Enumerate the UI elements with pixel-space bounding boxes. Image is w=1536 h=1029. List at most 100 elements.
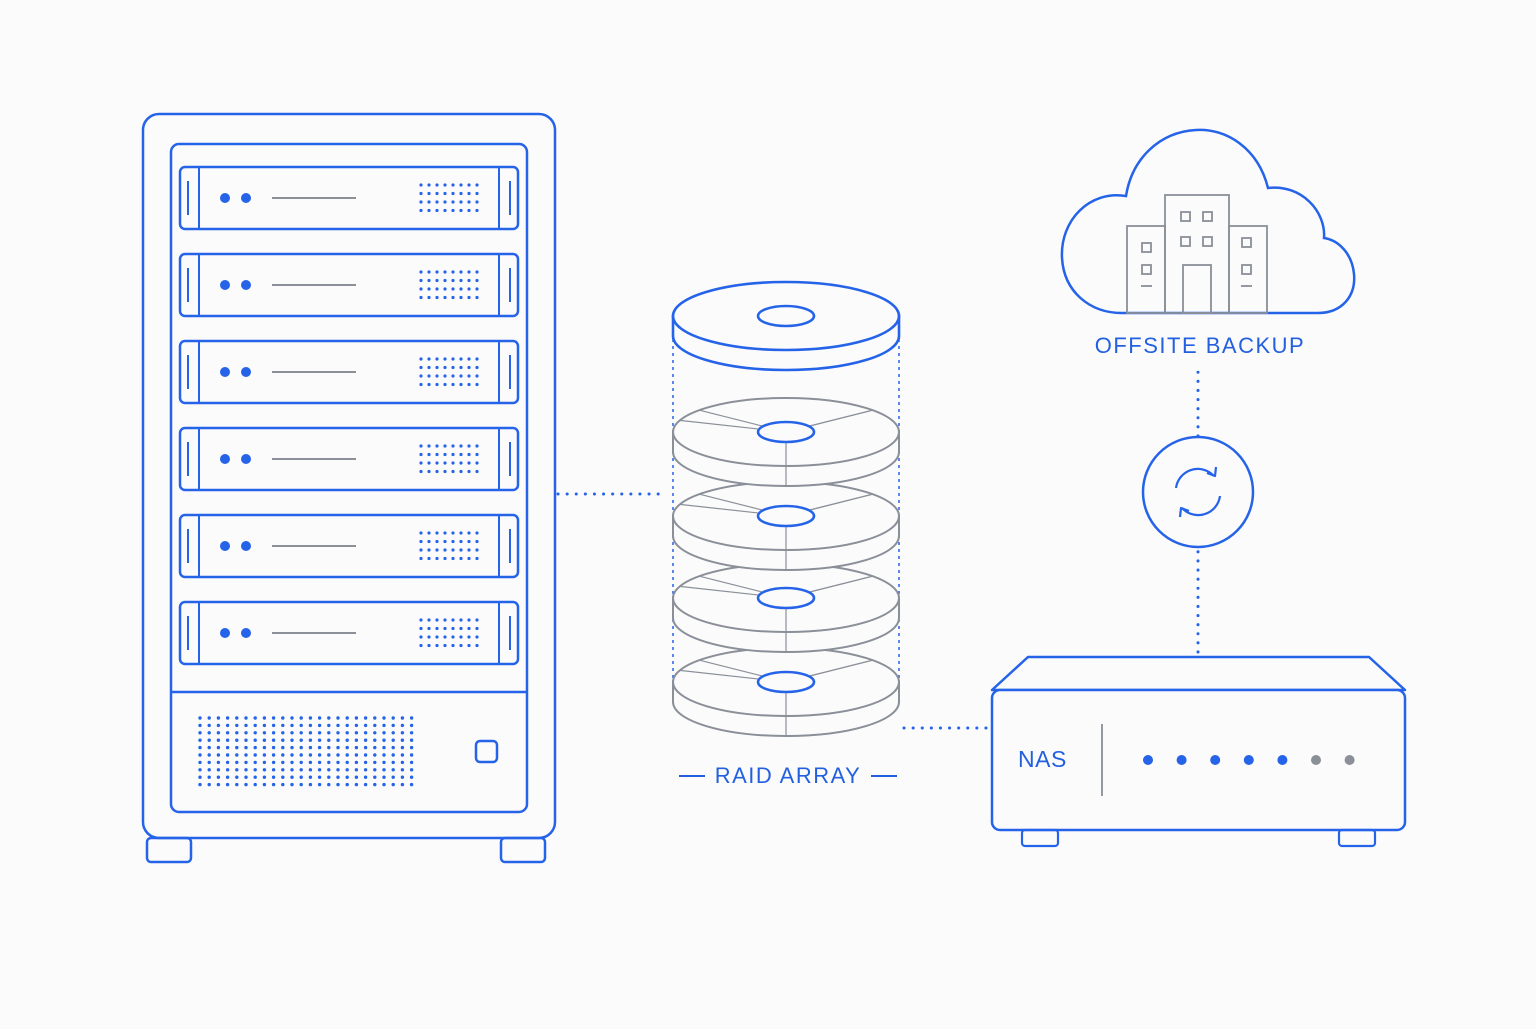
vent-hole bbox=[435, 183, 439, 187]
vent-hole bbox=[427, 635, 431, 639]
vent-hole bbox=[271, 782, 276, 787]
vent-hole bbox=[198, 775, 202, 779]
disk-sector bbox=[699, 409, 764, 427]
vent-hole bbox=[207, 760, 211, 765]
vent-hole bbox=[459, 200, 463, 204]
building-center bbox=[1164, 194, 1230, 314]
vent-hole bbox=[216, 723, 221, 728]
vent-hole bbox=[317, 782, 322, 787]
vent-hole bbox=[459, 469, 463, 474]
vent-hole bbox=[253, 716, 257, 720]
vent-hole bbox=[443, 469, 447, 474]
vent-hole bbox=[435, 357, 439, 361]
vent-hole bbox=[451, 618, 455, 622]
vent-hole bbox=[475, 374, 479, 378]
vent-hole bbox=[467, 183, 471, 187]
vent-hole bbox=[427, 548, 431, 552]
vent-hole bbox=[382, 753, 386, 757]
vent-hole bbox=[475, 365, 479, 370]
vent-hole bbox=[327, 731, 331, 735]
vent-hole bbox=[290, 723, 294, 728]
vent-hole bbox=[467, 452, 471, 457]
vent-hole bbox=[427, 556, 431, 561]
vent-hole bbox=[451, 461, 455, 465]
vent-hole bbox=[400, 731, 405, 735]
vent-hole bbox=[419, 452, 423, 457]
vent-hole bbox=[443, 200, 447, 204]
disk-hub bbox=[756, 420, 816, 444]
vent-hole bbox=[244, 723, 248, 728]
vent-hole bbox=[262, 723, 267, 728]
vent-hole bbox=[271, 760, 276, 765]
nas-led-active bbox=[1143, 755, 1153, 765]
vent-hole bbox=[475, 618, 479, 622]
building-left bbox=[1126, 225, 1166, 314]
raid-disk bbox=[672, 481, 900, 571]
vent-hole bbox=[467, 365, 471, 370]
vent-hole bbox=[345, 723, 349, 728]
vent-hole bbox=[459, 626, 463, 631]
vent-hole bbox=[382, 768, 386, 772]
vent-hole bbox=[271, 768, 276, 772]
building-window bbox=[1141, 242, 1152, 253]
vent-hole bbox=[475, 539, 479, 544]
vent-hole bbox=[459, 618, 463, 622]
vent-hole bbox=[459, 531, 463, 535]
vent-hole bbox=[459, 444, 463, 448]
vent-hole bbox=[435, 208, 439, 213]
nas-led-active bbox=[1243, 755, 1254, 765]
status-led bbox=[220, 193, 230, 203]
vent-hole bbox=[308, 760, 313, 765]
vent-hole bbox=[451, 374, 455, 378]
vent-hole bbox=[317, 768, 322, 772]
vent-hole bbox=[409, 760, 414, 765]
raid-disk bbox=[672, 563, 900, 653]
cloud-outline bbox=[1060, 128, 1356, 315]
vent-hole bbox=[308, 753, 313, 757]
vent-hole bbox=[299, 731, 303, 735]
vent-hole bbox=[419, 278, 423, 283]
vent-hole bbox=[435, 643, 439, 648]
vent-hole bbox=[475, 295, 479, 300]
vent-hole bbox=[451, 556, 455, 561]
vent-hole bbox=[451, 643, 455, 648]
nas-led-active bbox=[1176, 755, 1187, 765]
vent-hole bbox=[198, 745, 202, 750]
vent-hole bbox=[391, 716, 395, 720]
vent-hole bbox=[427, 452, 431, 457]
vent-hole bbox=[327, 738, 331, 742]
vent-hole bbox=[459, 191, 463, 196]
rack-unit-frame bbox=[178, 252, 520, 318]
vent-hole bbox=[244, 782, 248, 787]
vent-hole bbox=[475, 444, 479, 448]
vent-hole bbox=[443, 191, 447, 196]
vent-hole bbox=[467, 469, 471, 474]
vent-hole bbox=[235, 738, 239, 742]
vent-hole bbox=[345, 768, 349, 772]
vent-hole bbox=[475, 556, 479, 561]
vent-hole bbox=[235, 716, 239, 720]
rack-unit bbox=[178, 600, 520, 666]
vent-hole bbox=[299, 738, 303, 742]
vent-hole bbox=[435, 365, 439, 370]
vent-hole bbox=[419, 548, 423, 552]
vent-hole bbox=[290, 775, 294, 779]
vent-hole bbox=[467, 444, 471, 448]
vent-hole bbox=[427, 382, 431, 387]
vent-hole bbox=[451, 287, 455, 291]
vent-hole bbox=[435, 469, 439, 474]
vent-hole bbox=[475, 635, 479, 639]
vent-hole bbox=[435, 452, 439, 457]
vent-hole bbox=[382, 760, 386, 765]
vent-hole bbox=[467, 357, 471, 361]
rack-unit bbox=[178, 426, 520, 492]
vent-hole bbox=[475, 531, 479, 535]
disk-sector bbox=[699, 493, 764, 511]
vent-hole bbox=[244, 716, 248, 720]
building-window bbox=[1241, 237, 1252, 248]
rack-unit bbox=[178, 252, 520, 318]
vent-hole bbox=[427, 191, 431, 196]
vent-hole bbox=[459, 208, 463, 213]
vent-hole bbox=[443, 548, 447, 552]
